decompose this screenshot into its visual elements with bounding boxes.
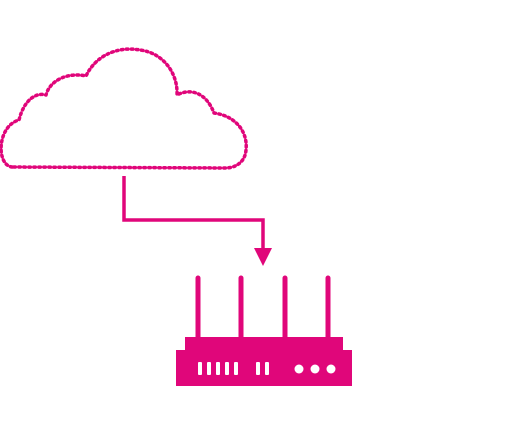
- router-body: [176, 350, 352, 386]
- router-top-plate: [185, 337, 343, 353]
- router-status-lights: [294, 364, 336, 374]
- router-port-lights: [198, 362, 269, 375]
- cloud-icon: [0, 47, 248, 170]
- cloud-to-router-connector: [122, 176, 272, 266]
- arrow-head-icon: [254, 248, 272, 266]
- router-icon: [176, 275, 352, 386]
